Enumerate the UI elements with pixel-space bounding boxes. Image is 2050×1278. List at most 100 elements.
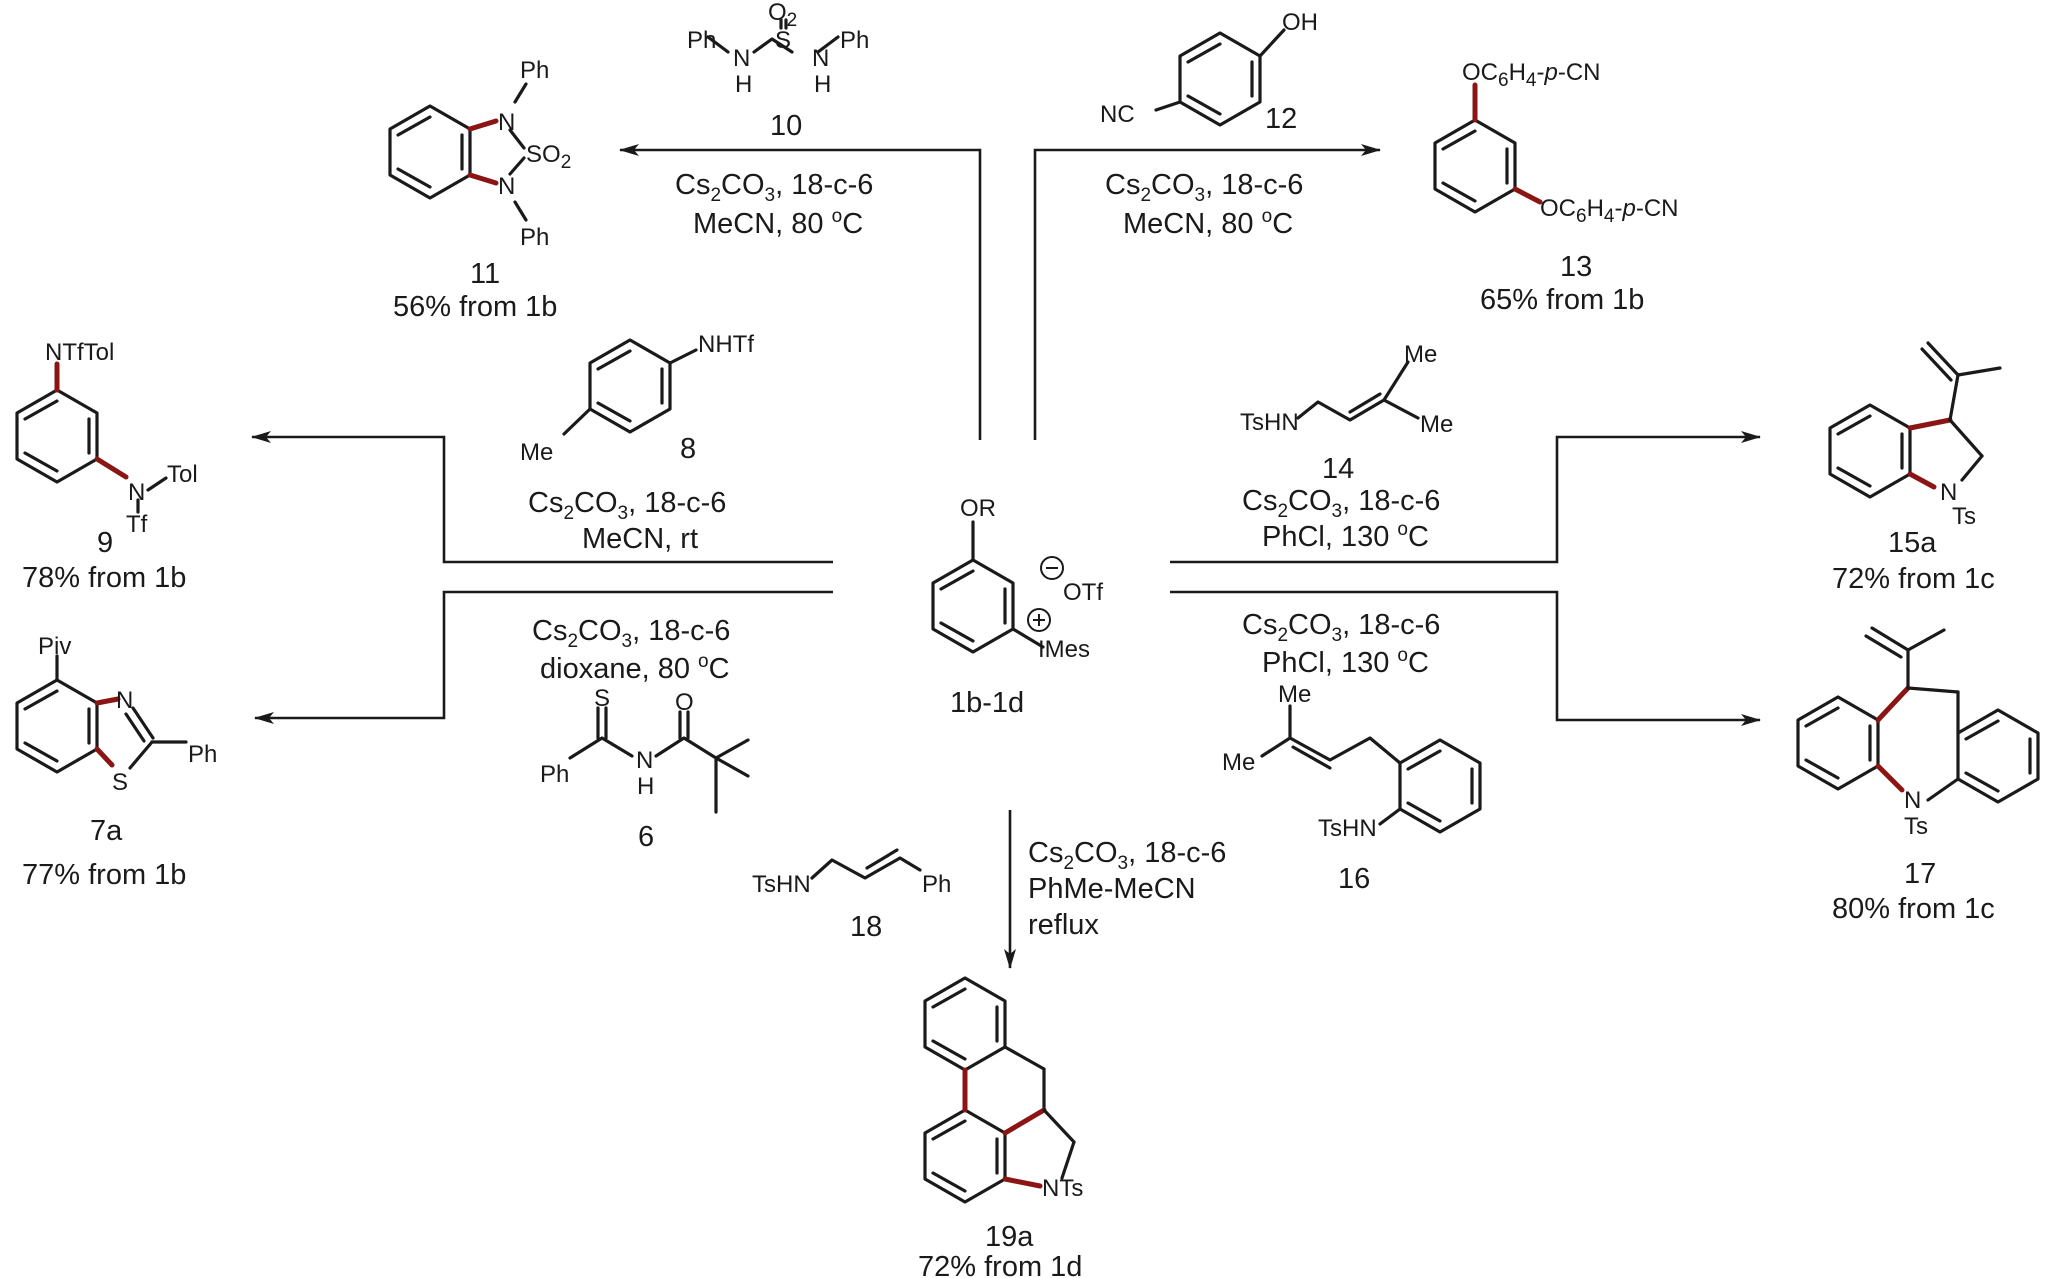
oh-label: OH: [1282, 9, 1318, 36]
me-label: Me: [1222, 749, 1255, 776]
me-label: Me: [1278, 681, 1311, 708]
imes-label: IMes: [1038, 636, 1090, 663]
reagent-14-structure: TsHN Me Me 14: [1240, 341, 1453, 485]
arrow-to-7a: [254, 590, 833, 724]
reagent-label-6: 6: [638, 821, 654, 853]
conditions-line-3: reflux: [1028, 909, 1099, 941]
conditions-line-2: MeCN, rt: [582, 523, 698, 555]
conditions-14: Cs2CO3, 18-c-6 PhCl, 130 oC: [1242, 485, 1440, 553]
conditions-line-1: Cs2CO3, 18-c-6: [1105, 169, 1303, 206]
tf-label: Tf: [126, 511, 148, 538]
reagent-8-structure: NHTf Me 8: [520, 331, 754, 466]
reagent-label-16: 16: [1338, 863, 1370, 895]
ph-label: Ph: [540, 761, 569, 788]
conditions-line-1: Cs2CO3, 18-c-6: [675, 169, 873, 206]
reagent-label-14: 14: [1322, 453, 1354, 485]
product-label-7a: 7a: [90, 815, 123, 847]
conditions-12: Cs2CO3, 18-c-6 MeCN, 80 oC: [1105, 169, 1303, 240]
reagent-12-structure: OH NC 12: [1100, 9, 1318, 135]
yield-19a: 72% from 1d: [918, 1251, 1082, 1278]
conditions-line-2: MeCN, 80 oC: [693, 206, 863, 240]
reagent-6-structure: S O Ph N H 6: [540, 685, 750, 853]
nts-label: NTs: [1042, 1175, 1083, 1202]
product-label-11: 11: [470, 258, 500, 290]
n-label: N: [733, 45, 750, 72]
product-17-structure: N Ts: [1796, 626, 2040, 840]
tshn-label: TsHN: [752, 871, 811, 898]
ph-label: Ph: [687, 27, 716, 54]
otf-label: OTf: [1063, 579, 1103, 606]
s-label: S: [775, 27, 791, 54]
yield-11: 56% from 1b: [393, 291, 557, 323]
arrow-to-17: [1170, 590, 1761, 726]
tshn-label: TsHN: [1318, 815, 1377, 842]
ts-label: Ts: [1952, 503, 1976, 530]
conditions-16: Cs2CO3, 18-c-6 PhCl, 130 oC: [1242, 609, 1440, 679]
yield-9: 78% from 1b: [22, 562, 186, 594]
triflate-anion: OTf: [1040, 556, 1103, 606]
product-label-9: 9: [97, 527, 113, 559]
s-label: S: [112, 769, 128, 796]
me-label: Me: [520, 439, 553, 466]
conditions-18: Cs2CO3, 18-c-6 PhMe-MeCN reflux: [1028, 837, 1226, 941]
o2-label: O2: [768, 0, 797, 31]
arrow-to-9: [251, 431, 833, 564]
n-label: N: [128, 479, 145, 506]
conditions-line-1: Cs2CO3, 18-c-6: [532, 615, 730, 652]
ntftol-label: NTfTol: [45, 339, 114, 366]
conditions-line-2: PhCl, 130 oC: [1262, 645, 1429, 679]
iodonium-cation: IMes: [1027, 608, 1090, 663]
yield-15a: 72% from 1c: [1832, 563, 1995, 595]
conditions-line-1: Cs2CO3, 18-c-6: [1242, 485, 1440, 522]
h-label: H: [814, 71, 831, 98]
reagent-label-8: 8: [680, 433, 696, 465]
conditions-line-1: Cs2CO3, 18-c-6: [528, 487, 726, 524]
compound-label-1b-1d: 1b-1d: [950, 687, 1024, 719]
ph-label: Ph: [188, 741, 217, 768]
conditions-line-1: Cs2CO3, 18-c-6: [1242, 609, 1440, 646]
arrow-to-11: [619, 144, 982, 440]
reagent-10-structure: Ph N H S O2 N H Ph 10: [687, 0, 869, 142]
reagent-16-structure: Me Me TsHN 16: [1222, 681, 1482, 895]
conditions-line-2: PhMe-MeCN: [1028, 873, 1196, 905]
me-label: Me: [1404, 341, 1437, 368]
ph-label: Ph: [520, 224, 549, 251]
me-label: Me: [1420, 411, 1453, 438]
conditions-line-2: dioxane, 80 oC: [540, 651, 730, 685]
product-19a-structure: NTs: [923, 976, 1083, 1204]
conditions-6: Cs2CO3, 18-c-6 dioxane, 80 oC: [532, 615, 730, 685]
product-13-structure: OC6H4-p-CN OC6H4-p-CN: [1433, 59, 1679, 227]
reagent-label-12: 12: [1265, 103, 1297, 135]
aryloxy-label: OC6H4-p-CN: [1462, 59, 1601, 91]
n-label: N: [636, 747, 653, 774]
n-label: N: [1904, 787, 1921, 814]
ph-label: Ph: [922, 871, 951, 898]
conditions-10: Cs2CO3, 18-c-6 MeCN, 80 oC: [675, 169, 873, 240]
product-15a-structure: N Ts: [1828, 341, 2002, 530]
o-label: O: [675, 689, 694, 716]
ph-label: Ph: [520, 57, 549, 84]
h-label: H: [637, 773, 654, 800]
conditions-line-2: PhCl, 130 oC: [1262, 519, 1429, 553]
arrows: [251, 144, 1761, 969]
yield-17: 80% from 1c: [1832, 893, 1995, 925]
ts-label: Ts: [1904, 813, 1928, 840]
aryloxy-label: OC6H4-p-CN: [1540, 195, 1679, 227]
n-label: N: [498, 109, 515, 136]
product-label-19a: 19a: [985, 1221, 1034, 1253]
aryl-ring: [931, 520, 1045, 654]
n-label: N: [116, 687, 133, 714]
yield-7a: 77% from 1b: [22, 859, 186, 891]
reagent-label-10: 10: [770, 110, 802, 142]
or-label: OR: [960, 495, 996, 522]
n-label: N: [498, 173, 515, 200]
ph-label: Ph: [840, 27, 869, 54]
h-label: H: [735, 71, 752, 98]
arrow-to-15a: [1170, 431, 1761, 564]
n-label: N: [812, 45, 829, 72]
s-label: S: [594, 685, 610, 712]
conditions-8: Cs2CO3, 18-c-6 MeCN, rt: [528, 487, 726, 555]
piv-label: Piv: [38, 633, 71, 660]
nhtf-label: NHTf: [698, 331, 754, 358]
product-label-15a: 15a: [1888, 527, 1937, 559]
